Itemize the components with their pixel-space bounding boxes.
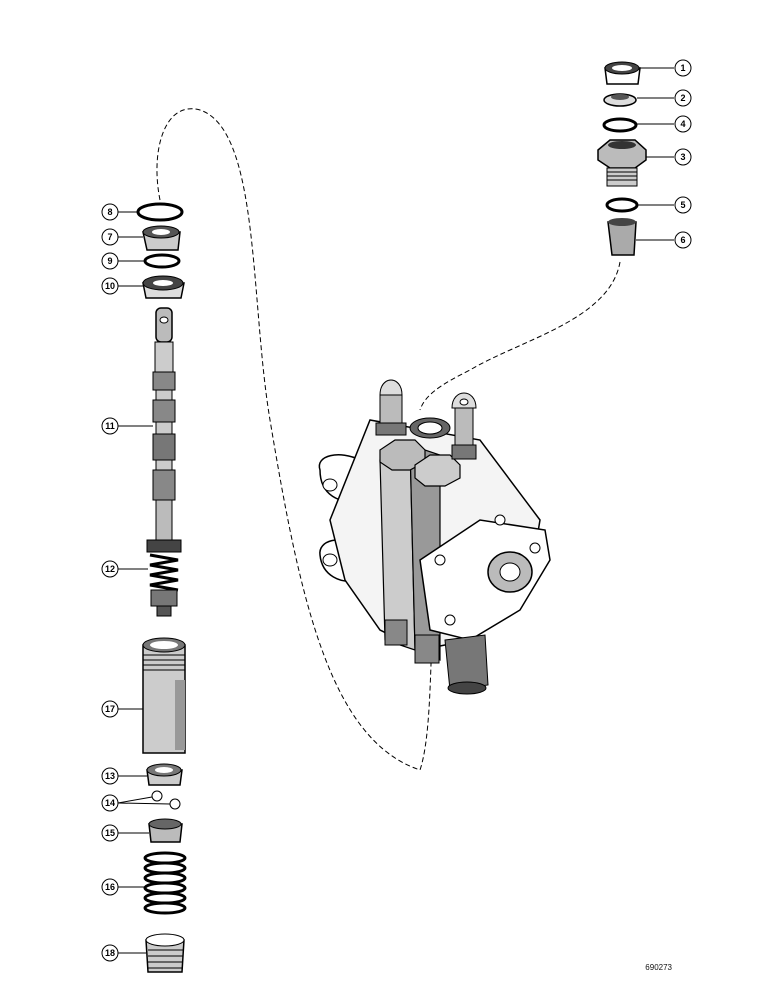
assembly-path-left (156, 108, 433, 771)
assembly-path-right (419, 261, 621, 411)
svg-text:17: 17 (105, 704, 115, 714)
figure-number: 690273 (645, 963, 672, 972)
part-3-fitting (597, 139, 647, 187)
callout-8: 8 (101, 203, 138, 221)
svg-text:3: 3 (680, 152, 685, 162)
part-17-tube (142, 637, 186, 754)
svg-text:2: 2 (680, 93, 685, 103)
svg-text:10: 10 (105, 281, 115, 291)
callout-12: 12 (101, 560, 148, 578)
callout-11: 11 (101, 417, 153, 435)
callout-13: 13 (101, 767, 147, 785)
part-5-o-ring (605, 197, 639, 213)
part-4-o-ring (602, 117, 638, 133)
part-2-seat (603, 93, 637, 107)
callout-4: 4 (637, 115, 692, 133)
svg-text:13: 13 (105, 771, 115, 781)
callout-18: 18 (101, 944, 146, 962)
callout-16: 16 (101, 878, 145, 896)
callout-14: 14 (101, 794, 171, 812)
callout-17: 17 (101, 700, 143, 718)
part-6-sleeve (607, 218, 637, 256)
control-valve-body (318, 379, 551, 695)
svg-text:8: 8 (107, 207, 112, 217)
part-13-washer (146, 763, 183, 786)
svg-text:4: 4 (680, 119, 685, 129)
part-11-spool (152, 307, 176, 541)
callout-10: 10 (101, 277, 143, 295)
svg-text:16: 16 (105, 882, 115, 892)
svg-text:15: 15 (105, 828, 115, 838)
part-15-collar (148, 818, 183, 843)
part-9-o-ring (143, 253, 181, 269)
callout-3: 3 (646, 148, 692, 166)
svg-text:1: 1 (680, 63, 685, 73)
svg-text:7: 7 (107, 232, 112, 242)
part-14-balls (151, 790, 181, 810)
callout-7: 7 (101, 228, 143, 246)
callout-2: 2 (637, 89, 692, 107)
callout-5: 5 (638, 196, 692, 214)
svg-text:9: 9 (107, 256, 112, 266)
callout-15: 15 (101, 824, 149, 842)
callout-6: 6 (636, 231, 692, 249)
part-10-washer (142, 275, 185, 299)
part-7-retainer (142, 225, 181, 251)
part-8-o-ring (136, 202, 184, 222)
svg-text:18: 18 (105, 948, 115, 958)
part-1-cap (604, 61, 641, 85)
svg-text:12: 12 (105, 564, 115, 574)
svg-text:11: 11 (105, 421, 115, 431)
svg-text:14: 14 (105, 798, 115, 808)
part-18-plug (145, 933, 185, 973)
part-16-spring (143, 851, 187, 915)
callout-9: 9 (101, 252, 145, 270)
part-12-spring-assembly (146, 539, 182, 617)
callout-1: 1 (640, 59, 692, 77)
svg-text:6: 6 (680, 235, 685, 245)
svg-text:5: 5 (680, 200, 685, 210)
